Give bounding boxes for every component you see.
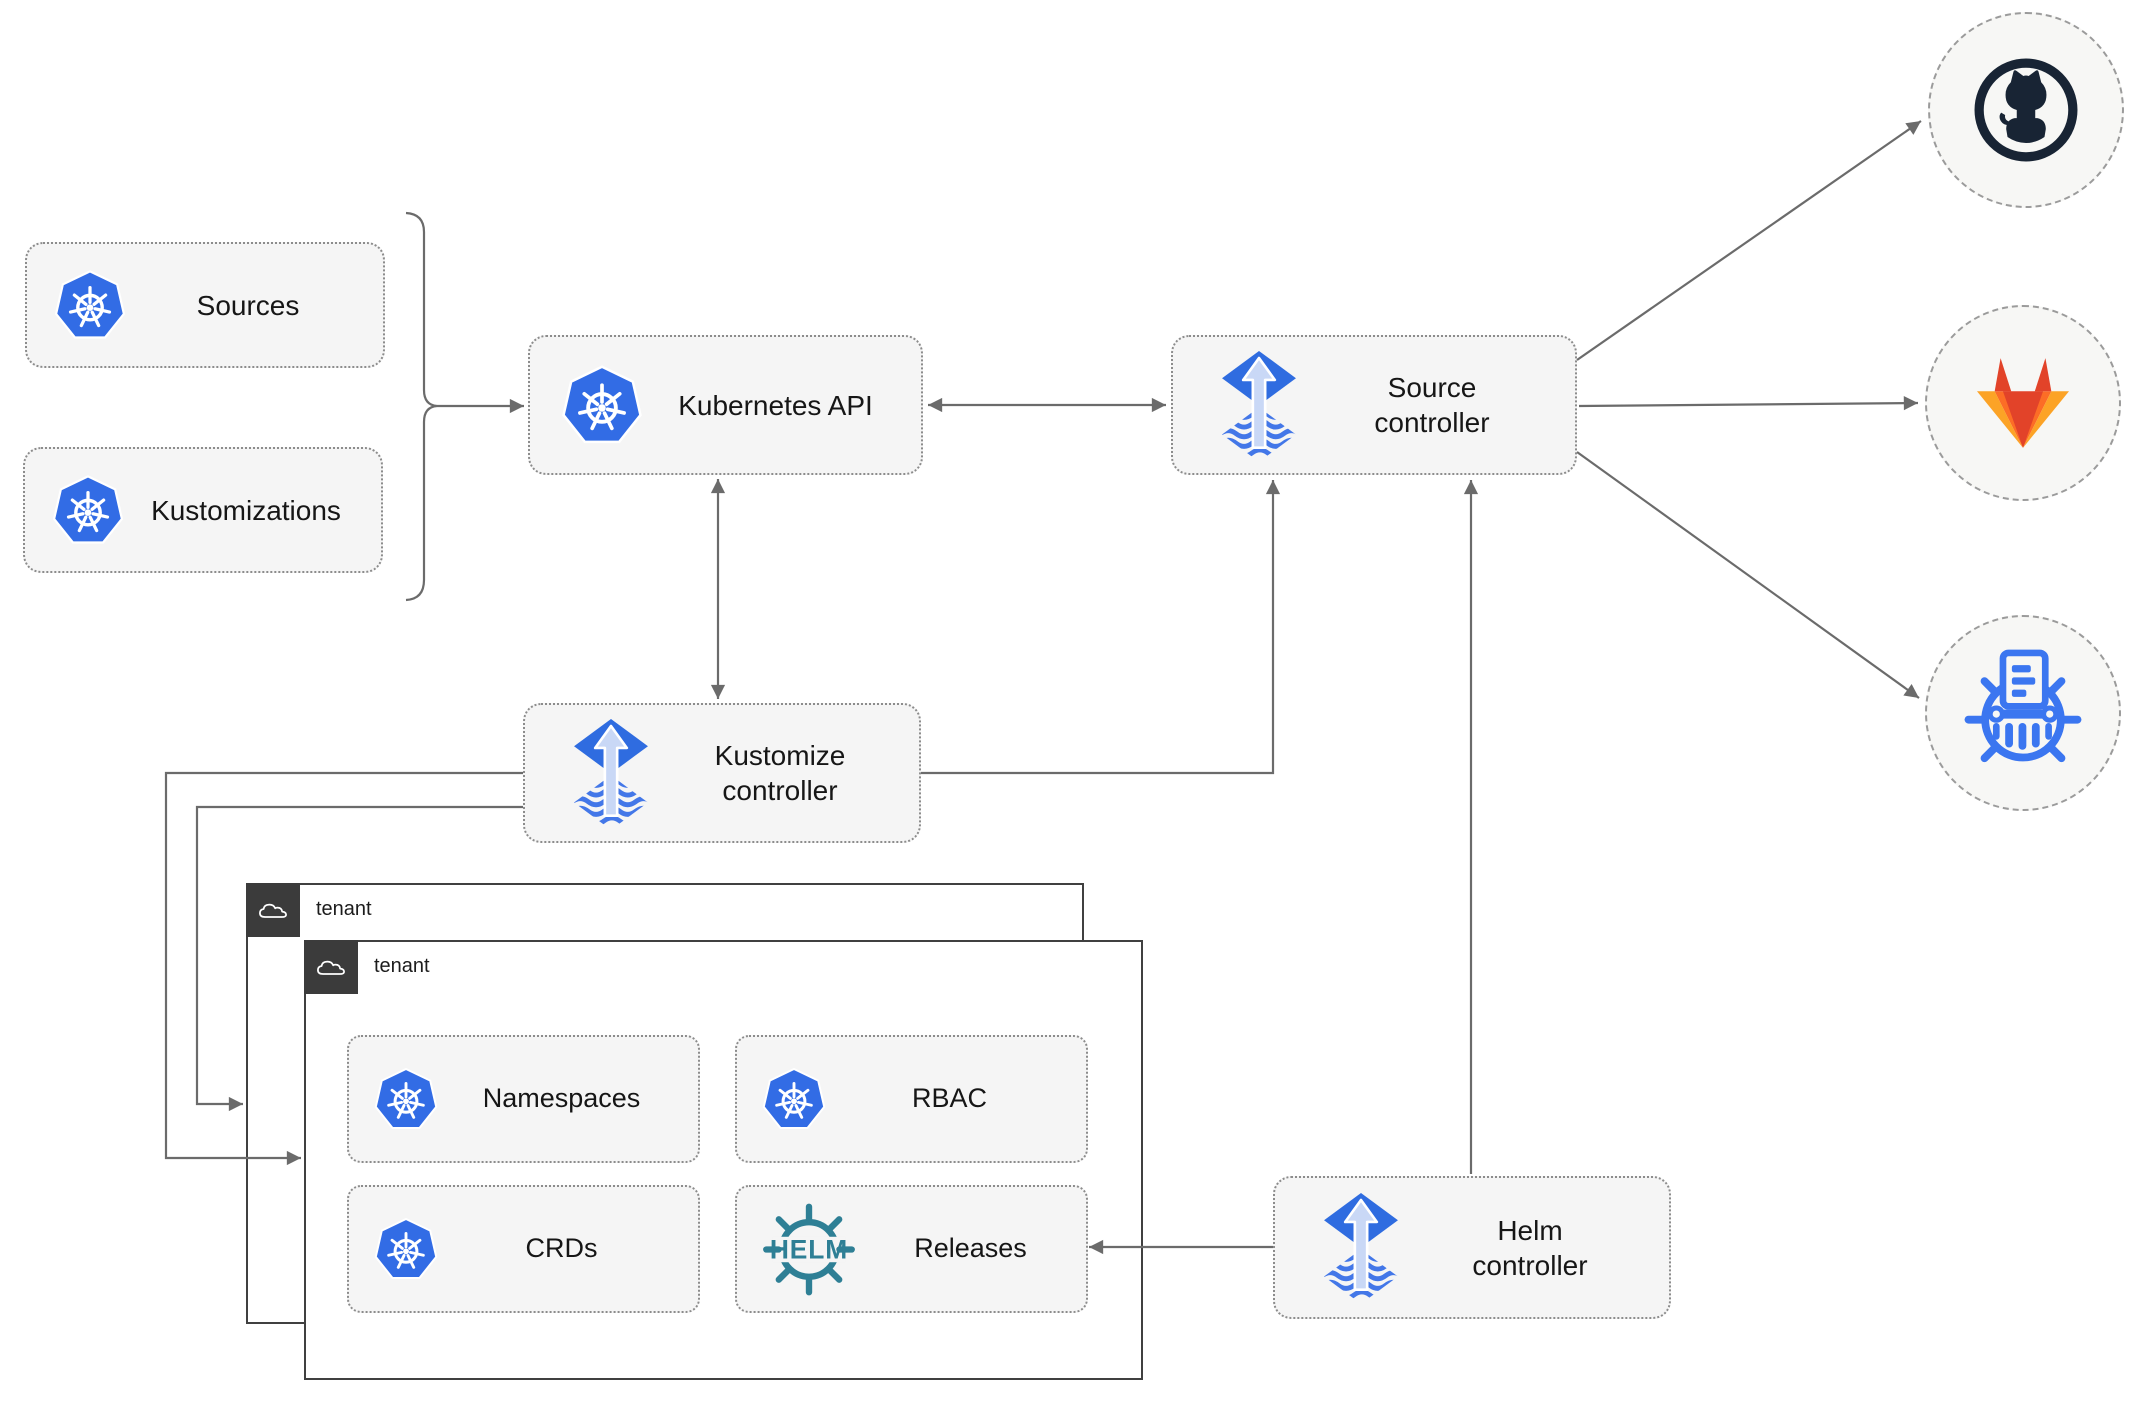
- helm-controller-box: Helm controller: [1273, 1176, 1671, 1319]
- kustomize-controller-box: Kustomize controller: [523, 703, 921, 843]
- kustomize-controller-label: Kustomize controller: [655, 738, 919, 808]
- kustomizations-box: Kustomizations: [23, 447, 383, 573]
- tenant-label: tenant: [374, 955, 430, 977]
- kustomizations-label: Kustomizations: [151, 494, 341, 526]
- gitlab-tanuki-icon: [1964, 344, 2082, 462]
- helm-controller-label: Helm controller: [1405, 1213, 1669, 1283]
- source-controller-box: Source controller: [1171, 335, 1577, 475]
- namespaces-box: Namespaces: [347, 1035, 700, 1163]
- namespaces-label: Namespaces: [482, 1083, 641, 1114]
- brace-resources: [405, 211, 438, 602]
- cloud-icon: [315, 956, 347, 979]
- flux-icon: [567, 717, 655, 830]
- kubernetes-icon: [761, 1067, 827, 1131]
- kubernetes-api-box: Kubernetes API: [528, 335, 923, 475]
- source-controller-label-line2: controller: [1374, 407, 1490, 438]
- gitlab-circle: [1925, 305, 2121, 501]
- releases-box: HELM Releases: [735, 1185, 1088, 1313]
- kubernetes-icon: [53, 269, 127, 341]
- github-octocat-icon: [1960, 44, 2092, 176]
- rbac-label: RBAC: [911, 1083, 987, 1114]
- helm-controller-label-line2: controller: [1472, 1249, 1588, 1281]
- cloud-icon: [257, 899, 289, 922]
- flux-icon: [1317, 1191, 1405, 1304]
- arrow-source-to-helm-repository: [1576, 451, 1920, 699]
- flux-icon: [1215, 349, 1303, 462]
- crds-label: CRDs: [525, 1233, 598, 1264]
- arrow-source-to-github: [1576, 120, 1922, 361]
- source-controller-label: Source controller: [1303, 370, 1575, 440]
- kubernetes-icon: [373, 1067, 439, 1131]
- kubernetes-icon: [560, 364, 644, 446]
- tenant-header: [246, 883, 300, 937]
- kustomize-controller-label-line2: controller: [722, 775, 838, 806]
- helm-logo-text: HELM: [770, 1234, 848, 1264]
- sources-label: Sources: [196, 289, 300, 321]
- kubernetes-api-label: Kubernetes API: [678, 389, 873, 421]
- arrow-source-to-gitlab: [1578, 396, 1919, 411]
- kubernetes-icon: [373, 1217, 439, 1281]
- source-controller-label-line1: Source: [1387, 372, 1477, 403]
- helm-controller-label-line1: Helm: [1497, 1214, 1563, 1246]
- github-circle: [1928, 12, 2124, 208]
- kubernetes-icon: [51, 474, 125, 546]
- tenant-box-inner: tenant Namespaces RBAC CRDs HELM Release…: [304, 940, 1143, 1380]
- kustomize-controller-label-line1: Kustomize: [714, 740, 846, 771]
- helm-repository-circle: [1925, 615, 2121, 811]
- crds-box: CRDs: [347, 1185, 700, 1313]
- arrow-kustomize-to-source: [921, 480, 1281, 775]
- releases-label: Releases: [914, 1233, 1027, 1264]
- tenant-label: tenant: [316, 898, 372, 920]
- tenant-header: [304, 940, 358, 994]
- rbac-box: RBAC: [735, 1035, 1088, 1163]
- helm-chart-repository-icon: [1956, 644, 2090, 782]
- helm-logo-icon: HELM: [749, 1202, 869, 1297]
- sources-box: Sources: [25, 242, 385, 368]
